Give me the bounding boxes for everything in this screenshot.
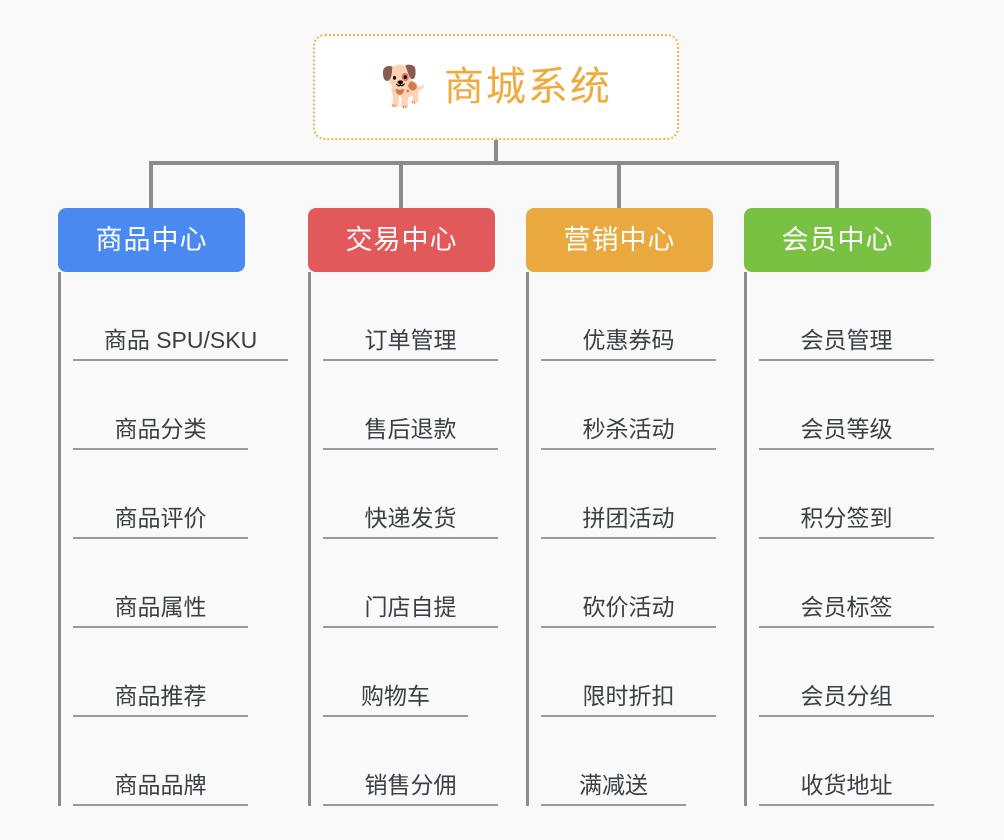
leaf-item[interactable]: 限时折扣 — [541, 628, 716, 717]
leaf-item-label: 收货地址 — [800, 771, 893, 798]
connector-drop-4 — [835, 161, 839, 209]
leaf-item[interactable]: 会员标签 — [759, 539, 934, 628]
leaf-item-label: 砍价活动 — [582, 593, 675, 620]
leaf-item-label: 商品推荐 — [114, 682, 207, 709]
leaf-item-label: 订单管理 — [364, 326, 457, 353]
leaf-item[interactable]: 售后退款 — [323, 361, 498, 450]
connector-drop-2 — [399, 161, 403, 209]
leaf-item-label: 商品品牌 — [114, 771, 207, 798]
branch-column-trade-center: 交易中心 订单管理 售后退款 快递发货 门店自提 购物车 销售分佣 — [308, 208, 498, 806]
branch-header-marketing-center[interactable]: 营销中心 — [526, 208, 713, 272]
leaf-item[interactable]: 销售分佣 — [323, 717, 498, 806]
leaf-item[interactable]: 订单管理 — [323, 272, 498, 361]
connector-drop-1 — [149, 161, 153, 209]
branch-header-member-center[interactable]: 会员中心 — [744, 208, 931, 272]
leaf-item-label: 优惠券码 — [582, 326, 675, 353]
leaf-list-product-center: 商品 SPU/SKU 商品分类 商品评价 商品属性 商品推荐 商品品牌 — [58, 272, 288, 806]
leaf-item[interactable]: 拼团活动 — [541, 450, 716, 539]
leaf-item[interactable]: 会员等级 — [759, 361, 934, 450]
leaf-item-label: 会员标签 — [800, 593, 893, 620]
leaf-item[interactable]: 快递发货 — [323, 450, 498, 539]
leaf-item-label: 商品评价 — [114, 504, 207, 531]
leaf-item[interactable]: 购物车 — [323, 628, 468, 717]
leaf-item-label: 销售分佣 — [364, 771, 457, 798]
branch-header-label: 商品中心 — [95, 224, 208, 255]
leaf-item[interactable]: 秒杀活动 — [541, 361, 716, 450]
shiba-dog-face-icon: 🐕 — [380, 65, 430, 109]
leaf-item-label: 会员管理 — [800, 326, 893, 353]
leaf-list-member-center: 会员管理 会员等级 积分签到 会员标签 会员分组 收货地址 — [744, 272, 934, 806]
leaf-item[interactable]: 商品评价 — [73, 450, 248, 539]
leaf-item[interactable]: 优惠券码 — [541, 272, 716, 361]
leaf-item[interactable]: 商品品牌 — [73, 717, 248, 806]
branch-header-trade-center[interactable]: 交易中心 — [308, 208, 495, 272]
connector-horizontal-bar — [149, 161, 839, 165]
leaf-item[interactable]: 商品分类 — [73, 361, 248, 450]
leaf-item-label: 门店自提 — [364, 593, 457, 620]
leaf-item[interactable]: 积分签到 — [759, 450, 934, 539]
branch-column-product-center: 商品中心 商品 SPU/SKU 商品分类 商品评价 商品属性 商品推荐 商品品牌 — [58, 208, 288, 806]
branch-column-member-center: 会员中心 会员管理 会员等级 积分签到 会员标签 会员分组 收货地址 — [744, 208, 934, 806]
leaf-list-trade-center: 订单管理 售后退款 快递发货 门店自提 购物车 销售分佣 — [308, 272, 498, 806]
leaf-item-label: 会员等级 — [800, 415, 893, 442]
leaf-item[interactable]: 会员分组 — [759, 628, 934, 717]
leaf-item[interactable]: 门店自提 — [323, 539, 498, 628]
leaf-item[interactable]: 商品推荐 — [73, 628, 248, 717]
branch-header-label: 会员中心 — [781, 224, 894, 255]
leaf-item-label: 拼团活动 — [582, 504, 675, 531]
leaf-item-label: 商品 SPU/SKU — [103, 326, 258, 353]
branch-header-product-center[interactable]: 商品中心 — [58, 208, 245, 272]
connector-root-stem — [494, 140, 498, 164]
leaf-item[interactable]: 满减送 — [541, 717, 686, 806]
leaf-item-label: 购物车 — [361, 682, 430, 709]
leaf-item-label: 积分签到 — [800, 504, 893, 531]
leaf-item-label: 限时折扣 — [582, 682, 675, 709]
root-node-mall-system[interactable]: 🐕 商城系统 — [313, 34, 679, 140]
leaf-item-label: 快递发货 — [364, 504, 457, 531]
leaf-item[interactable]: 砍价活动 — [541, 539, 716, 628]
leaf-item[interactable]: 会员管理 — [759, 272, 934, 361]
leaf-item[interactable]: 商品 SPU/SKU — [73, 272, 288, 361]
connector-drop-3 — [617, 161, 621, 209]
leaf-item-label: 会员分组 — [800, 682, 893, 709]
branch-header-label: 营销中心 — [563, 224, 676, 255]
branch-column-marketing-center: 营销中心 优惠券码 秒杀活动 拼团活动 砍价活动 限时折扣 满减送 — [526, 208, 716, 806]
leaf-item-label: 商品分类 — [114, 415, 207, 442]
leaf-item[interactable]: 收货地址 — [759, 717, 934, 806]
branch-header-label: 交易中心 — [345, 224, 458, 255]
leaf-item-label: 售后退款 — [364, 415, 457, 442]
leaf-item-label: 商品属性 — [114, 593, 207, 620]
root-node-title: 商城系统 — [443, 65, 612, 109]
leaf-item-label: 满减送 — [579, 771, 648, 798]
leaf-item-label: 秒杀活动 — [582, 415, 675, 442]
leaf-list-marketing-center: 优惠券码 秒杀活动 拼团活动 砍价活动 限时折扣 满减送 — [526, 272, 716, 806]
leaf-item[interactable]: 商品属性 — [73, 539, 248, 628]
